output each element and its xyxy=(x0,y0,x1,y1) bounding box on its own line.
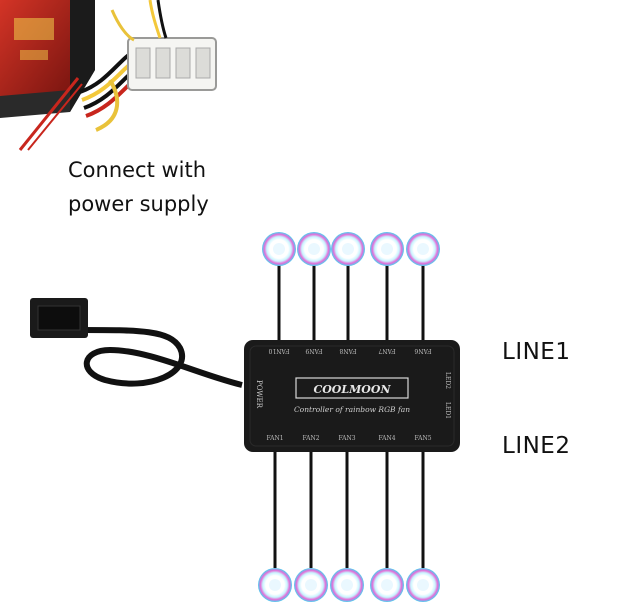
hub-led-ports: LED2 LED1 xyxy=(444,372,451,419)
hub-brand: COOLMOON xyxy=(313,383,391,396)
port-label: FAN4 xyxy=(378,435,395,442)
fan-icon xyxy=(370,568,404,602)
top-fan-cables xyxy=(277,262,425,343)
caption-line1: Connect with xyxy=(68,158,207,182)
port-label: FAN3 xyxy=(338,435,355,442)
top-fans xyxy=(262,232,440,266)
line1-label: LINE1 xyxy=(502,339,571,365)
rgb-led-strips xyxy=(458,379,636,415)
fan-icon xyxy=(370,232,404,266)
port-label: FAN2 xyxy=(302,435,319,442)
port-label: FAN5 xyxy=(414,435,431,442)
port-label: FAN10 xyxy=(268,347,289,354)
port-label: LED1 xyxy=(444,402,451,419)
fan-icon xyxy=(258,568,292,602)
fan-icon xyxy=(406,568,440,602)
line2-label: LINE2 xyxy=(502,433,571,459)
fan-icon xyxy=(294,568,328,602)
fan-icon xyxy=(331,232,365,266)
hub-bottom-ports: FAN1 FAN2 FAN3 FAN4 FAN5 xyxy=(266,435,431,442)
fan-icon xyxy=(406,232,440,266)
power-supply-unit xyxy=(0,0,95,151)
port-label: FAN8 xyxy=(339,347,356,354)
fan-icon xyxy=(330,568,364,602)
molex-connector xyxy=(79,0,217,132)
hub-top-ports: FAN10 FAN9 FAN8 FAN7 FAN6 xyxy=(268,347,431,354)
port-label: FAN9 xyxy=(305,347,322,354)
fan-icon xyxy=(297,232,331,266)
hub-subtitle: Controller of rainbow RGB fan xyxy=(294,405,410,414)
bottom-fans xyxy=(258,568,440,602)
fan-icon xyxy=(262,232,296,266)
rgb-fan-hub: COOLMOON Controller of rainbow RGB fan P… xyxy=(244,340,460,452)
hub-power-cable xyxy=(30,298,243,388)
port-label: FAN6 xyxy=(414,347,431,354)
port-label: LED2 xyxy=(444,372,451,389)
caption-line2: power supply xyxy=(68,192,209,216)
port-label: FAN1 xyxy=(266,435,283,442)
hub-power-label: POWER xyxy=(255,380,263,409)
bottom-fan-cables xyxy=(273,448,425,568)
port-label: FAN7 xyxy=(378,347,395,354)
